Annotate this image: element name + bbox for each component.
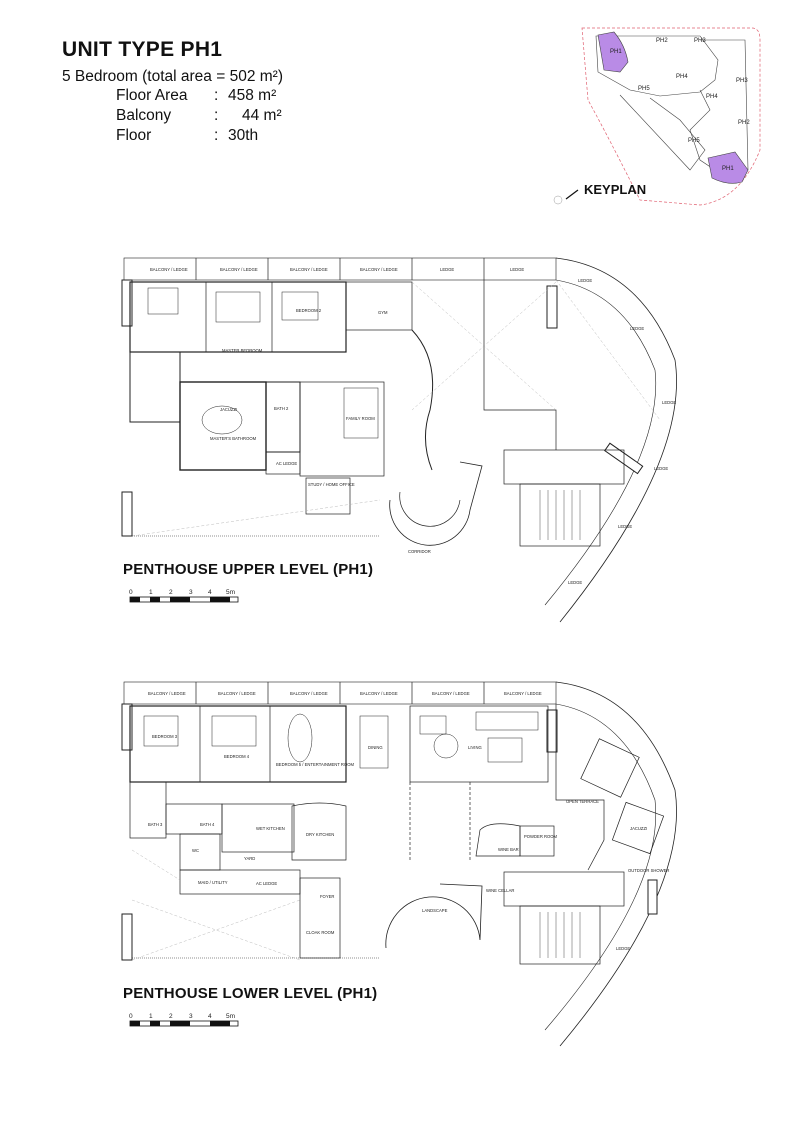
room-label: JACUZZI [630, 826, 647, 831]
room-label: BALCONY / LEDGE [432, 691, 470, 696]
room-label: BALCONY / LEDGE [218, 691, 256, 696]
keyplan-unit-label: PH4 [706, 94, 718, 100]
room-label: FOYER [320, 894, 334, 899]
upper-level-title: PENTHOUSE UPPER LEVEL (PH1) [123, 561, 374, 578]
room-label: BATH 4 [200, 822, 215, 827]
svg-text:5m: 5m [226, 589, 235, 596]
room-label: LEDGE [578, 278, 592, 283]
keyplan-unit-label: PH5 [688, 138, 700, 144]
keyplan-unit-label: PH3 [694, 38, 706, 44]
room-label: OPEN TERRACE [566, 799, 599, 804]
svg-text:1: 1 [149, 1013, 153, 1020]
lower-level-title: PENTHOUSE LOWER LEVEL (PH1) [123, 985, 378, 1002]
keyplan-unit-label: PH2 [656, 38, 668, 44]
lower-room-labels: BALCONY / LEDGE BALCONY / LEDGE BALCONY … [148, 691, 669, 951]
room-label: BALCONY / LEDGE [150, 267, 188, 272]
spec-balcony: Balcony:44 m² [116, 107, 282, 124]
room-label: STUDY / HOME OFFICE [308, 482, 355, 487]
unit-type-title: UNIT TYPE PH1 [62, 38, 223, 61]
room-label: CORRIDOR [408, 549, 431, 554]
room-label: POWDER ROOM [524, 834, 558, 839]
svg-text:5m: 5m [226, 1013, 235, 1020]
room-label: WET KITCHEN [256, 826, 285, 831]
keyplan-label: KEYPLAN [584, 182, 646, 197]
room-label: AC LEDGE [276, 461, 297, 466]
svg-text:3: 3 [189, 589, 193, 596]
room-label: WINE BAR [498, 847, 519, 852]
room-label: LEDGE [616, 946, 630, 951]
room-label: DRY KITCHEN [306, 832, 334, 837]
room-label: LEDGE [510, 267, 524, 272]
room-label: BATH 3 [148, 822, 163, 827]
room-label: LEDGE [654, 466, 668, 471]
keyplan-unit-label: PH3 [736, 78, 748, 84]
room-label: LEDGE [618, 524, 632, 529]
svg-text:1: 1 [149, 589, 153, 596]
keyplan-unit-label: PH5 [638, 86, 650, 92]
room-label: BALCONY / LEDGE [504, 691, 542, 696]
lower-level-plan [121, 681, 677, 1047]
upper-level-plan [121, 257, 677, 623]
room-label: BALCONY / LEDGE [360, 691, 398, 696]
room-label: BALCONY / LEDGE [220, 267, 258, 272]
room-label: MASTER BEDROOM [222, 348, 263, 353]
room-label: BALCONY / LEDGE [290, 691, 328, 696]
keyplan-unit-label: PH1 [722, 166, 734, 172]
room-label: BATH 2 [274, 406, 289, 411]
keyplan-unit-label: PH2 [738, 120, 750, 126]
room-label: BALCONY / LEDGE [290, 267, 328, 272]
room-label: DINING [368, 745, 383, 750]
room-label: OUTDOOR SHOWER [628, 868, 669, 873]
room-label: LEDGE [662, 400, 676, 405]
room-label: LEDGE [440, 267, 454, 272]
svg-text:2: 2 [169, 589, 173, 596]
keyplan: PH1 PH2 PH3 PH4 PH5 PH4 PH3 PH2 PH5 PH1 … [553, 27, 761, 206]
lower-scale-bar: 0 1 2 3 4 5m [129, 1013, 239, 1027]
room-label: BALCONY / LEDGE [360, 267, 398, 272]
room-label: YARD [244, 856, 255, 861]
svg-text:2: 2 [169, 1013, 173, 1020]
room-label: BALCONY / LEDGE [148, 691, 186, 696]
keyplan-ph1-top-highlight [597, 31, 629, 73]
room-label: MAID / UTILITY [198, 880, 228, 885]
svg-text:3: 3 [189, 1013, 193, 1020]
room-label: CLOAK ROOM [306, 930, 335, 935]
bedroom-total-area: 5 Bedroom (total area = 502 m²) [62, 68, 283, 85]
upper-scale-bar: 0 1 2 3 4 5m [129, 589, 239, 603]
room-label: LEDGE [568, 580, 582, 585]
room-label: BEDROOM 2 [296, 308, 322, 313]
upper-room-labels: BALCONY / LEDGE BALCONY / LEDGE BALCONY … [150, 267, 676, 585]
room-label: AC LEDGE [256, 881, 277, 886]
svg-text:0: 0 [129, 1013, 133, 1020]
svg-text:4: 4 [208, 589, 212, 596]
room-label: MASTER'S BATHROOM [210, 436, 257, 441]
header: UNIT TYPE PH1 5 Bedroom (total area = 50… [62, 38, 283, 86]
room-label: WINE CELLAR [486, 888, 514, 893]
keyplan-ph1-bottom-highlight [707, 151, 749, 184]
room-label: LIVING [468, 745, 482, 750]
room-label: BEDROOM 3 [152, 734, 178, 739]
keyplan-unit-label: PH4 [676, 74, 688, 80]
room-label: LANDSCAPE [422, 908, 448, 913]
room-label: FAMILY ROOM [346, 416, 375, 421]
svg-text:0: 0 [129, 589, 133, 596]
room-label: LEDGE [630, 326, 644, 331]
room-label: BEDROOM 5 / ENTERTAINMENT ROOM [276, 762, 354, 767]
room-label: BEDROOM 4 [224, 754, 250, 759]
keyplan-unit-label: PH1 [610, 49, 622, 55]
room-label: WC [192, 848, 199, 853]
spec-floor-area: Floor Area:458 m² [116, 87, 277, 104]
room-label: GYM [378, 310, 388, 315]
room-label: JACUZZI [220, 407, 237, 412]
spec-floor: Floor:30th [116, 127, 259, 144]
svg-text:4: 4 [208, 1013, 212, 1020]
